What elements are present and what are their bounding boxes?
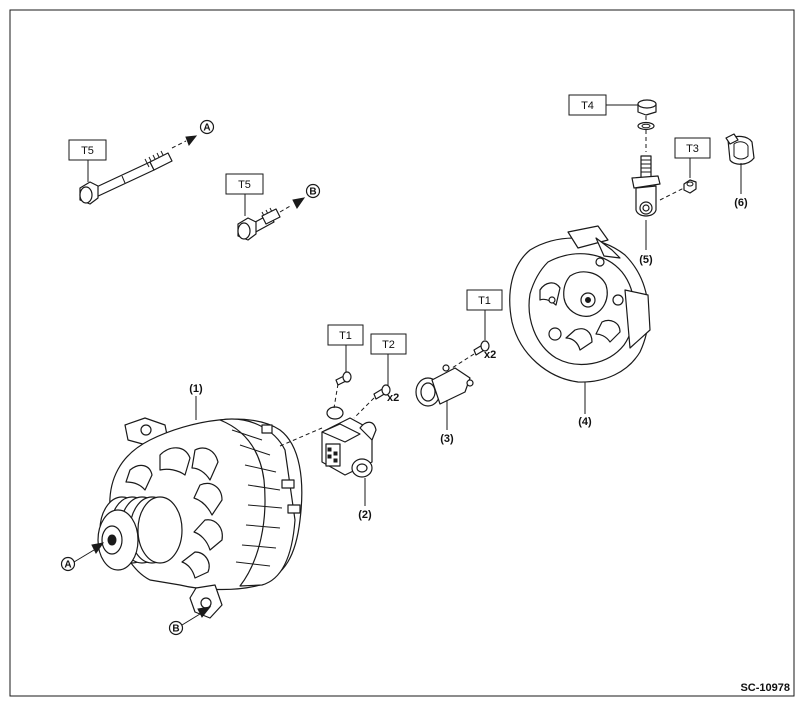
terminal-bracket — [415, 364, 474, 407]
terminal-nut-t4 — [637, 99, 657, 116]
arrow-to-a-mark — [185, 135, 198, 147]
torque-label: T5 — [238, 179, 251, 191]
torque-tag-t3: T3 — [674, 137, 711, 159]
part-number-2: (2) — [358, 509, 372, 521]
torque-tag-t5-short-bolt: T5 — [225, 173, 264, 195]
svg-text:A: A — [203, 123, 210, 134]
part-number-6: (6) — [734, 197, 748, 209]
arrow-to-b-mark — [292, 197, 306, 209]
bracket-screw-t1 — [473, 340, 490, 356]
reference-mark-b-alternator: B — [168, 620, 184, 636]
part-number-3: (3) — [440, 433, 454, 445]
terminal-cap — [725, 133, 755, 165]
torque-label: T1 — [339, 330, 352, 342]
terminal-washer — [637, 121, 655, 131]
quantity-mark: x2 — [484, 349, 496, 361]
quantity-mark: x2 — [387, 392, 399, 404]
regulator-screw-t2 — [373, 384, 391, 400]
figure-code: SC-10978 — [740, 682, 790, 694]
rear-cover — [509, 225, 651, 383]
part-number-1: (1) — [189, 383, 203, 395]
torque-label: T2 — [382, 339, 395, 351]
reference-mark-a-bolt: A — [199, 119, 215, 135]
regulator-assembly — [321, 406, 377, 478]
torque-tag-t1-bracket: T1 — [466, 289, 503, 311]
torque-label: T1 — [478, 295, 491, 307]
diagram-frame — [9, 9, 795, 697]
svg-text:B: B — [309, 187, 316, 198]
torque-tag-t5-long-bolt: T5 — [68, 139, 107, 161]
torque-tag-t1-regulator: T1 — [327, 324, 364, 346]
reference-mark-a-alternator: A — [60, 556, 76, 572]
torque-label: T5 — [81, 145, 94, 157]
part-number-5: (5) — [639, 254, 653, 266]
torque-tag-t2: T2 — [370, 333, 407, 355]
torque-label: T4 — [581, 100, 594, 112]
reference-mark-b-bolt: B — [305, 183, 321, 199]
torque-tag-t4: T4 — [568, 94, 607, 116]
short-bolt — [237, 207, 281, 241]
regulator-screw-t1 — [335, 371, 352, 386]
part-number-4: (4) — [578, 416, 592, 428]
torque-label: T3 — [686, 143, 699, 155]
terminal-stud — [631, 155, 661, 217]
terminal-nut-t3 — [683, 179, 697, 194]
svg-text:A: A — [64, 560, 71, 571]
long-through-bolt — [79, 150, 173, 205]
leader-lines — [73, 104, 742, 626]
alternator-body — [97, 417, 303, 619]
svg-text:B: B — [172, 624, 179, 635]
